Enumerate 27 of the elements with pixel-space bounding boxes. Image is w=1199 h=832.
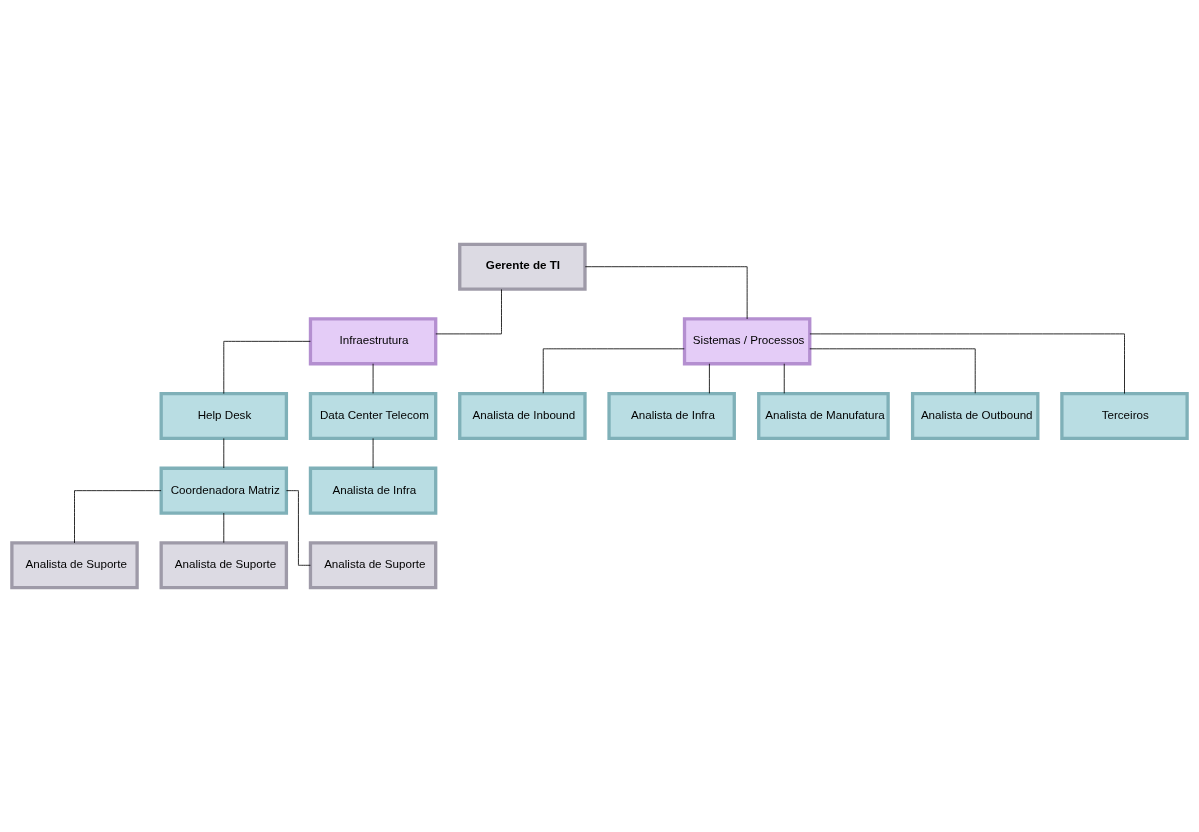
connector xyxy=(223,340,311,395)
connector xyxy=(223,512,225,544)
node-box: Infraestrutura xyxy=(308,317,438,366)
connector xyxy=(809,333,1125,394)
node-box: Analista de Suporte xyxy=(10,541,139,590)
node-box: Gerente de TI xyxy=(458,242,587,291)
connector xyxy=(809,348,976,394)
connector xyxy=(708,363,710,394)
node-box: Analista de Infra xyxy=(607,391,736,441)
node-box: Terceiros xyxy=(1060,391,1189,441)
connector xyxy=(286,490,311,566)
node-box: Coordenadora Matriz xyxy=(159,466,289,515)
connector xyxy=(223,437,225,469)
node-box: Analista de Outbound xyxy=(910,391,1040,441)
connector xyxy=(584,266,748,320)
node-box: Analista de Suporte xyxy=(308,541,438,590)
node-box: Help Desk xyxy=(159,391,289,441)
connector xyxy=(783,363,785,394)
node-box: Analista de Inbound xyxy=(458,391,587,441)
connector xyxy=(435,289,502,335)
node-box: Analista de Infra xyxy=(308,466,438,515)
node-box: Sistemas / Processos xyxy=(682,317,812,366)
node-box: Data Center Telecom xyxy=(308,391,438,441)
connector xyxy=(542,348,685,394)
node-box: Analista de Suporte xyxy=(159,541,289,590)
node-box: Analista de Manufatura xyxy=(757,391,890,441)
connector xyxy=(74,490,162,544)
